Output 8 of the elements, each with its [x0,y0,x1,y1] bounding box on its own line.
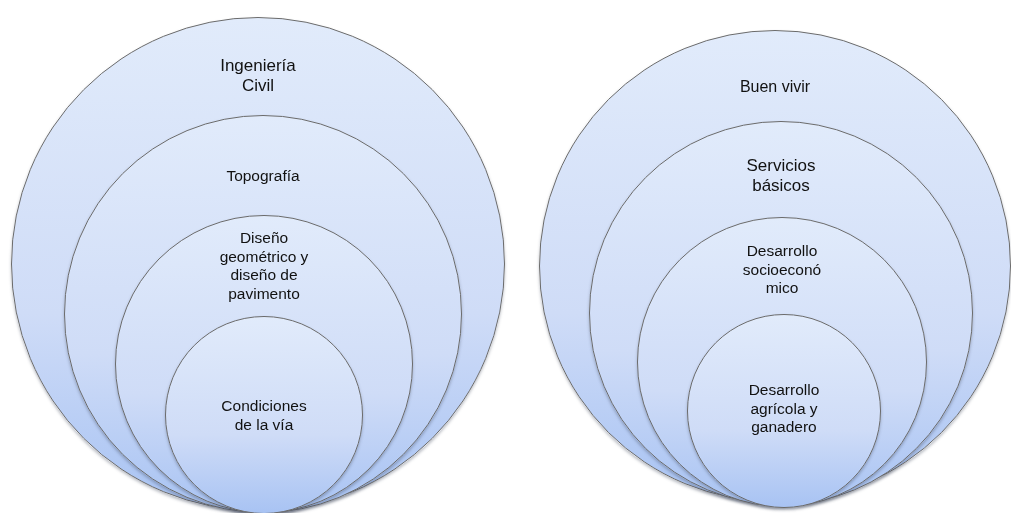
circle-label: Servicios básicos [745,156,817,197]
circle-label: Topografía [225,167,301,186]
circle-label: Buen vivir [738,77,812,97]
circle-label: Ingeniería Civil [219,56,297,97]
circle-label: Desarrollo agrícola y ganadero [747,381,821,437]
circle-label: Condiciones de la vía [220,397,308,435]
circle-label: Diseño geométrico y diseño de pavimento [218,229,310,304]
circle-label: Desarrollo socioeconó mico [741,242,823,298]
